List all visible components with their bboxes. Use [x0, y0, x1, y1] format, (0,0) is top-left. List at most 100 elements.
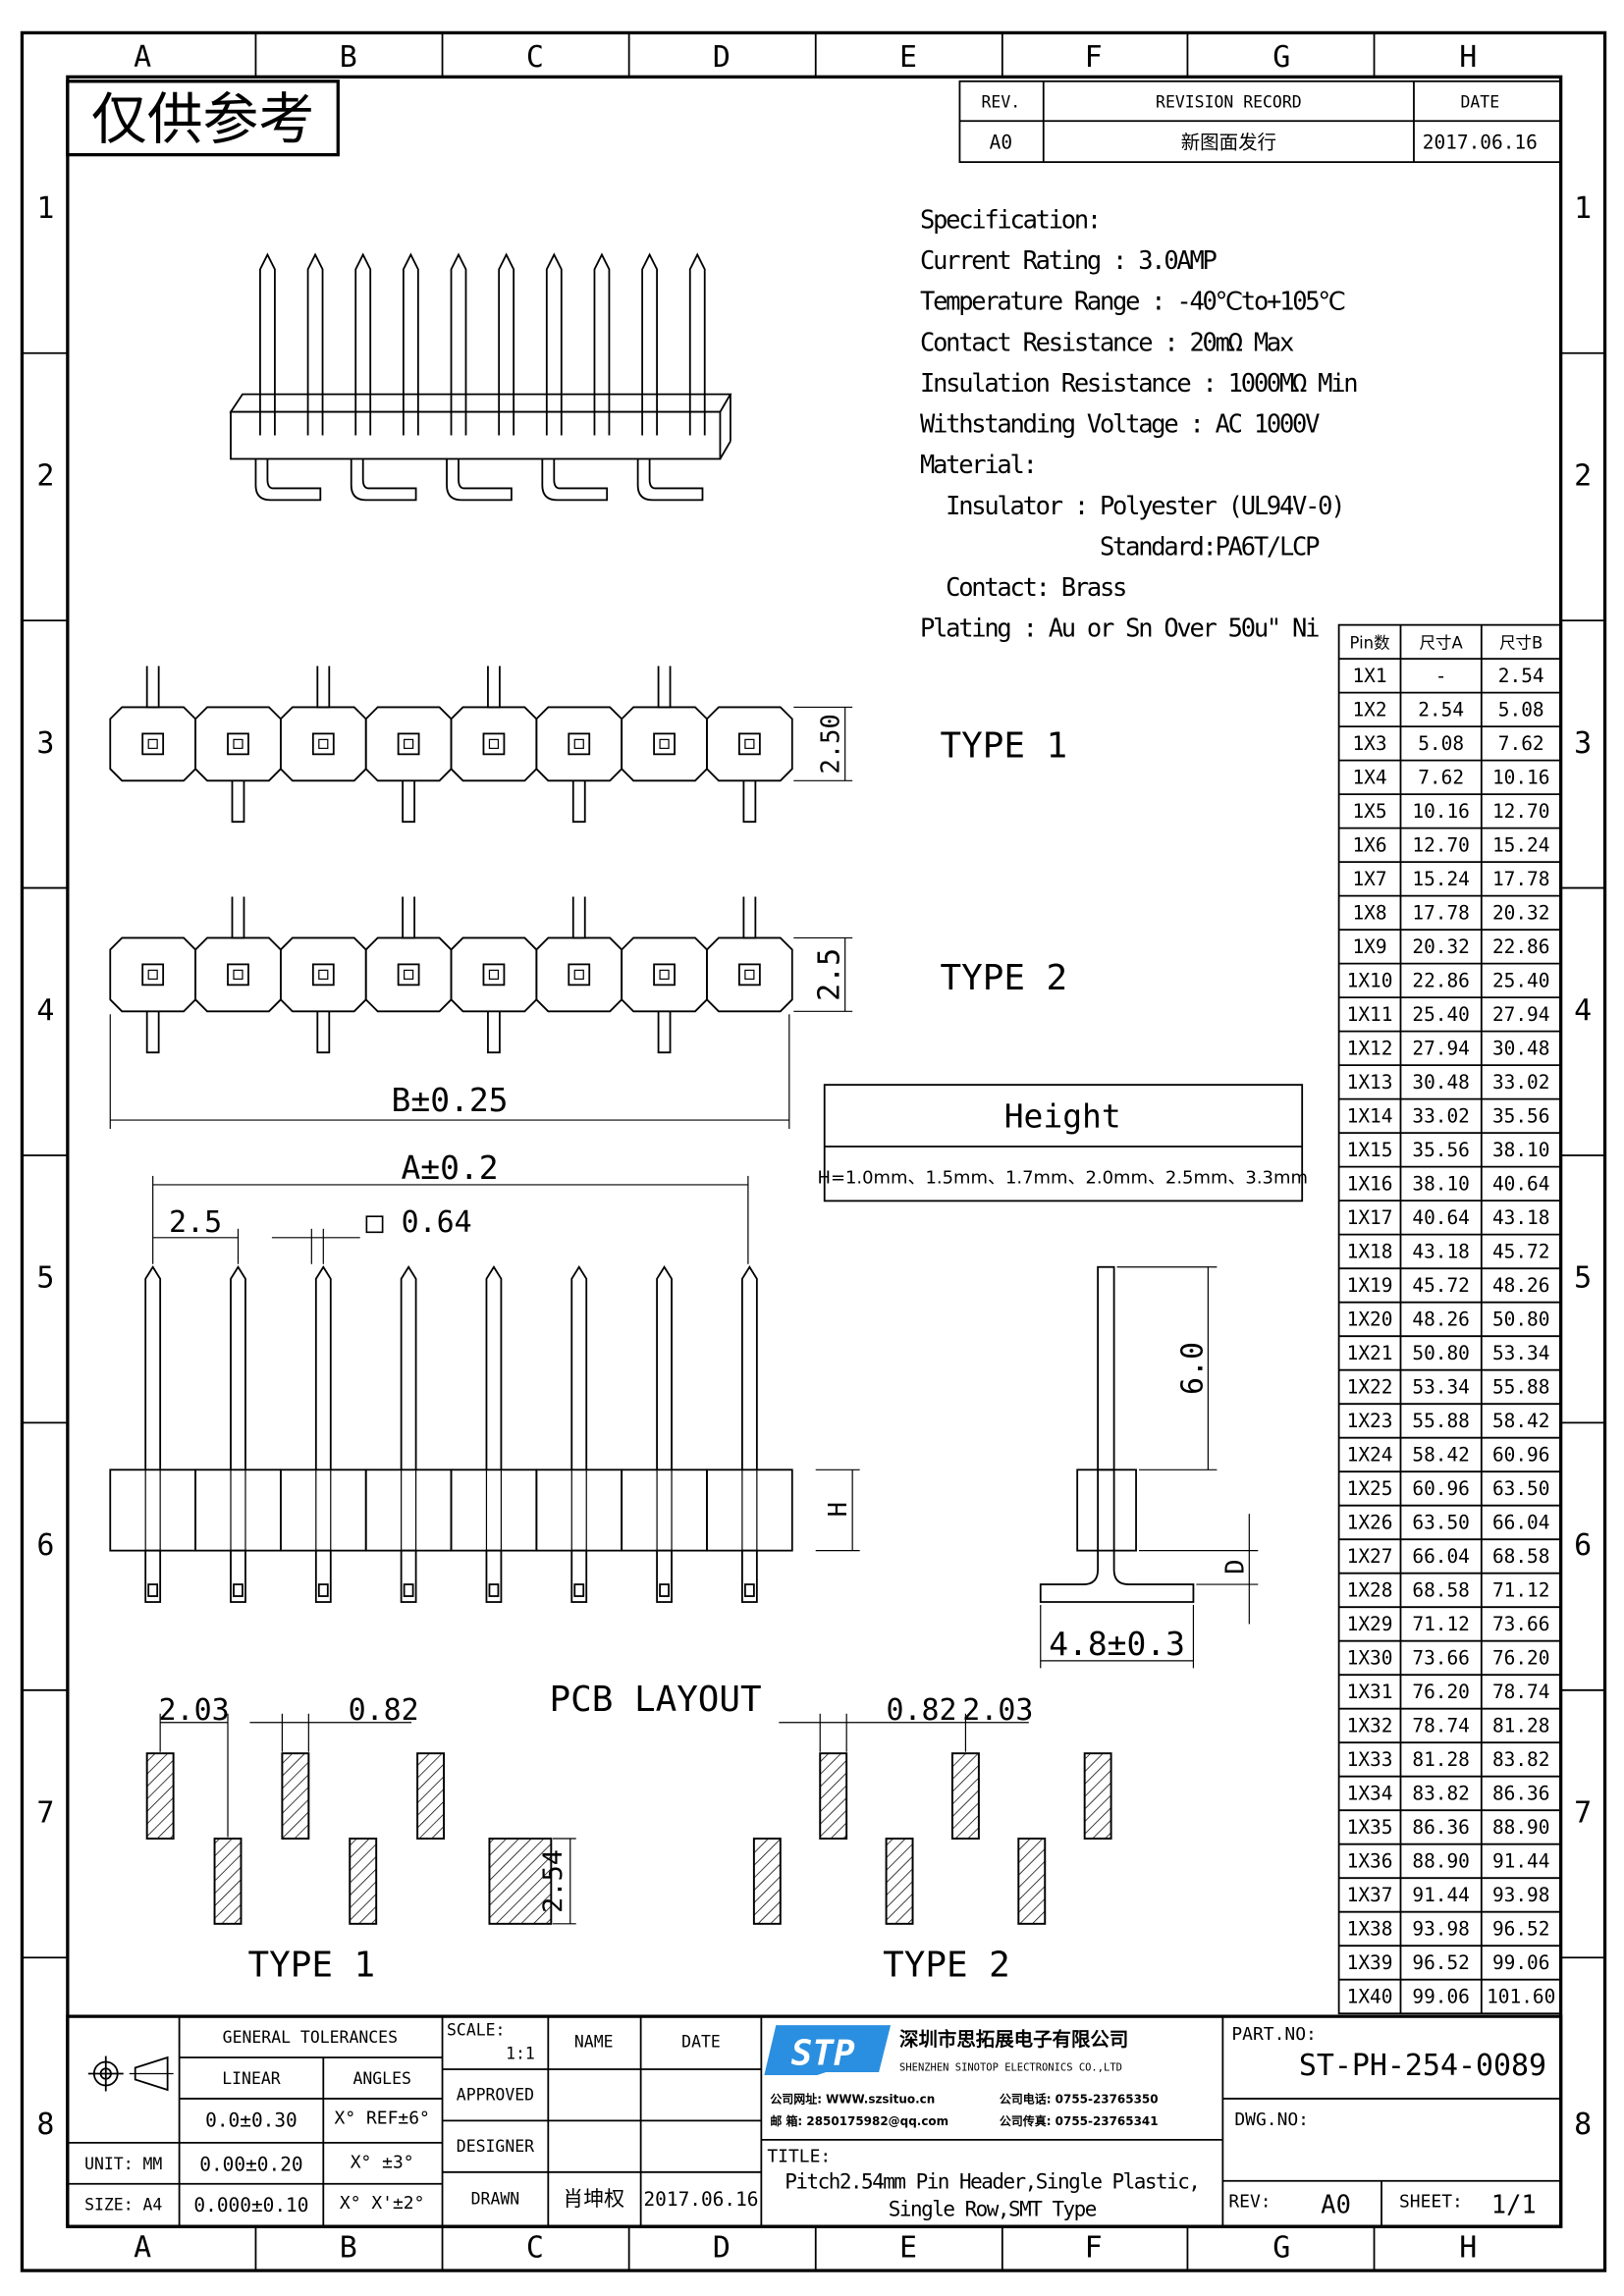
pin-tail: [742, 780, 757, 824]
table-cell: 45.72: [1412, 1274, 1470, 1297]
table-cell: 68.58: [1412, 1579, 1470, 1602]
dim-2-5: 2.5: [813, 948, 847, 1001]
pin-housing: [535, 936, 623, 1013]
dims-top: 2.50 2.5 B±0.25: [109, 706, 853, 1130]
pin-square: [568, 963, 591, 987]
zone-row-right: 8: [1574, 2108, 1592, 2142]
pin-square: [227, 732, 249, 756]
table-cell: 40.64: [1412, 1206, 1470, 1229]
spec-line: Material:: [920, 450, 1036, 479]
table-cell: 91.44: [1492, 1850, 1550, 1873]
table-cell: 81.28: [1412, 1748, 1470, 1771]
pin-square-inner: [744, 738, 755, 749]
pin-tail: [571, 780, 586, 824]
table-cell: 30.48: [1412, 1071, 1470, 1094]
pin-square: [482, 963, 506, 987]
zone-row-right: 1: [1574, 191, 1592, 226]
table-cell: 99.06: [1492, 1951, 1550, 1974]
iso-lead: [254, 458, 322, 502]
table-cell: 1X26: [1347, 1512, 1393, 1534]
table-cell: 88.90: [1412, 1850, 1470, 1873]
zone-row-right: 7: [1574, 1796, 1592, 1831]
pcb-type2-label: TYPE 2: [883, 1946, 1010, 1986]
zone-col-top: B: [340, 40, 357, 75]
spec-line: Contact Resistance : 20mΩ Max: [920, 327, 1294, 356]
pin-square-inner: [404, 738, 414, 749]
pin-housing: [364, 936, 453, 1013]
zone-row-right: 6: [1574, 1528, 1592, 1563]
pcb-dim-0-82-left: 0.82: [349, 1693, 419, 1728]
table-cell: 1X6: [1352, 834, 1386, 857]
pin-tail: [145, 1011, 160, 1054]
projection-symbol-icon: [87, 2056, 174, 2092]
table-cell: 10.16: [1412, 800, 1470, 823]
table-cell: 1X24: [1347, 1444, 1393, 1467]
table-cell: 1X22: [1347, 1376, 1393, 1399]
table-cell: 1X35: [1347, 1816, 1393, 1839]
table-cell: 1X38: [1347, 1918, 1393, 1941]
date-header: DATE: [681, 2033, 721, 2052]
dim-b: B±0.25: [392, 1081, 509, 1119]
designer-label: DESIGNER: [457, 2137, 534, 2156]
table-cell: 7.62: [1498, 732, 1544, 755]
unit-label: UNIT: MM: [84, 2155, 162, 2173]
table-cell: 15.24: [1412, 868, 1470, 890]
table-cell: 1X21: [1347, 1342, 1393, 1364]
table-cell: 48.26: [1412, 1308, 1470, 1331]
pin-square: [397, 963, 420, 987]
iso-lead: [541, 458, 609, 502]
pin-square: [738, 963, 761, 987]
record-header: REVISION RECORD: [1156, 93, 1302, 112]
spec-line: Standard:PA6T/LCP: [920, 531, 1320, 561]
table-cell: 66.04: [1412, 1545, 1470, 1568]
pin-upper: [656, 1265, 673, 1470]
top-view-type1: [109, 666, 793, 824]
rev-value: A0: [990, 132, 1012, 154]
table-cell: 12.70: [1412, 834, 1470, 857]
dim-pitch: 2.5: [169, 1205, 222, 1240]
pcb-pad: [752, 1838, 782, 1925]
spec-line: Current Rating : 3.0AMP: [920, 245, 1218, 275]
pin-lower: [656, 1549, 673, 1603]
zone-col-bottom: H: [1459, 2231, 1477, 2266]
linear-tol-1: 0.0±0.30: [205, 2109, 298, 2131]
zone-col-top: G: [1272, 40, 1290, 75]
table-cell: 5.08: [1498, 699, 1544, 721]
table-cell: 20.32: [1492, 902, 1550, 925]
pin-square: [738, 732, 761, 756]
table-cell: 1X16: [1347, 1173, 1393, 1196]
table-cell: 93.98: [1412, 1918, 1470, 1941]
table-cell: 22.86: [1412, 970, 1470, 992]
table-header: 尺寸B: [1499, 634, 1543, 653]
dim-6-0: 6.0: [1175, 1342, 1210, 1395]
table-cell: 1X30: [1347, 1647, 1393, 1670]
table-cell: 76.20: [1492, 1647, 1550, 1670]
company-fax: 公司传真: 0755-23765341: [1000, 2113, 1159, 2128]
part-no-label: PART.NO:: [1231, 2024, 1316, 2045]
revision-table: REV. REVISION RECORD DATE A0 新图面发行 2017.…: [958, 80, 1562, 164]
table-cell: 73.66: [1412, 1647, 1470, 1670]
angle-tol-3: X° X'±2°: [340, 2193, 424, 2214]
zone-row-left: 6: [36, 1528, 54, 1563]
isometric-view: [229, 252, 732, 502]
table-cell: 1X4: [1352, 767, 1386, 789]
table-frame: [1337, 623, 1562, 2015]
table-cell: 1X2: [1352, 699, 1386, 721]
scale-label: SCALE:: [447, 2021, 505, 2040]
table-cell: 33.02: [1492, 1071, 1550, 1094]
pin-housing: [279, 936, 367, 1013]
table-cell: 71.12: [1412, 1613, 1470, 1635]
dim-a: A±0.2: [401, 1148, 498, 1187]
pin-lower: [314, 1549, 332, 1603]
profile-view: 6.0 D 4.8±0.3: [1039, 1265, 1259, 1669]
dim-2-50: 2.50: [816, 714, 845, 774]
pin-tail: [657, 1011, 672, 1054]
zone-col-bottom: D: [713, 2231, 731, 2266]
zone-row-left: 2: [36, 458, 54, 493]
table-cell: 20.32: [1412, 935, 1470, 958]
pcb-pad: [819, 1752, 848, 1840]
table-cell: 83.82: [1412, 1783, 1470, 1805]
drawn-label: DRAWN: [471, 2190, 520, 2209]
pcb-pad: [950, 1752, 980, 1840]
table-cell: 2.54: [1498, 665, 1544, 687]
